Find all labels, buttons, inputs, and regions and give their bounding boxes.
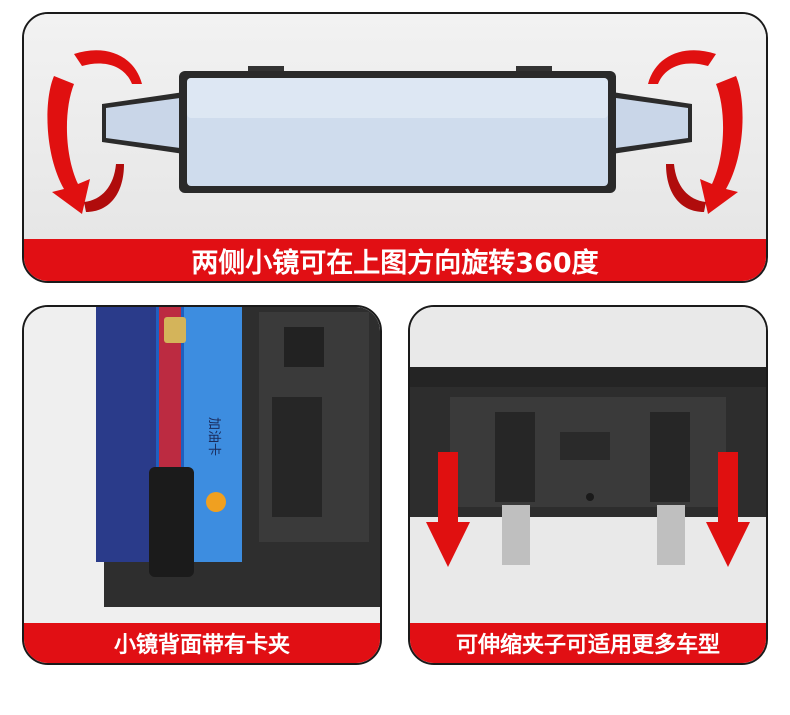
retractable-clip-photo <box>410 307 766 625</box>
left-retractable-clip <box>495 412 535 565</box>
card-clip <box>149 467 194 577</box>
card-clip-panel: 加油卡 小镜背面带有卡夹 <box>22 305 382 665</box>
card-clip-photo: 加油卡 <box>24 307 380 625</box>
arrow-down-left-icon <box>426 452 470 567</box>
caption-card-clip: 小镜背面带有卡夹 <box>24 623 380 663</box>
rotation-feature-panel: 两侧小镜可在上图方向旋转360度 <box>22 12 768 283</box>
caption-rotation: 两侧小镜可在上图方向旋转360度 <box>24 239 766 281</box>
arrow-down-right-icon <box>706 452 750 567</box>
rotation-arrow-left-icon <box>47 50 142 214</box>
retractable-clip-panel: 可伸缩夹子可适用更多车型 <box>408 305 768 665</box>
caption-retractable-clip: 可伸缩夹子可适用更多车型 <box>410 623 766 663</box>
right-retractable-clip <box>650 412 690 565</box>
card-label: 加油卡 <box>206 417 221 456</box>
rotation-arrow-right-icon <box>648 50 743 214</box>
mirror-rotation-photo <box>24 14 766 241</box>
